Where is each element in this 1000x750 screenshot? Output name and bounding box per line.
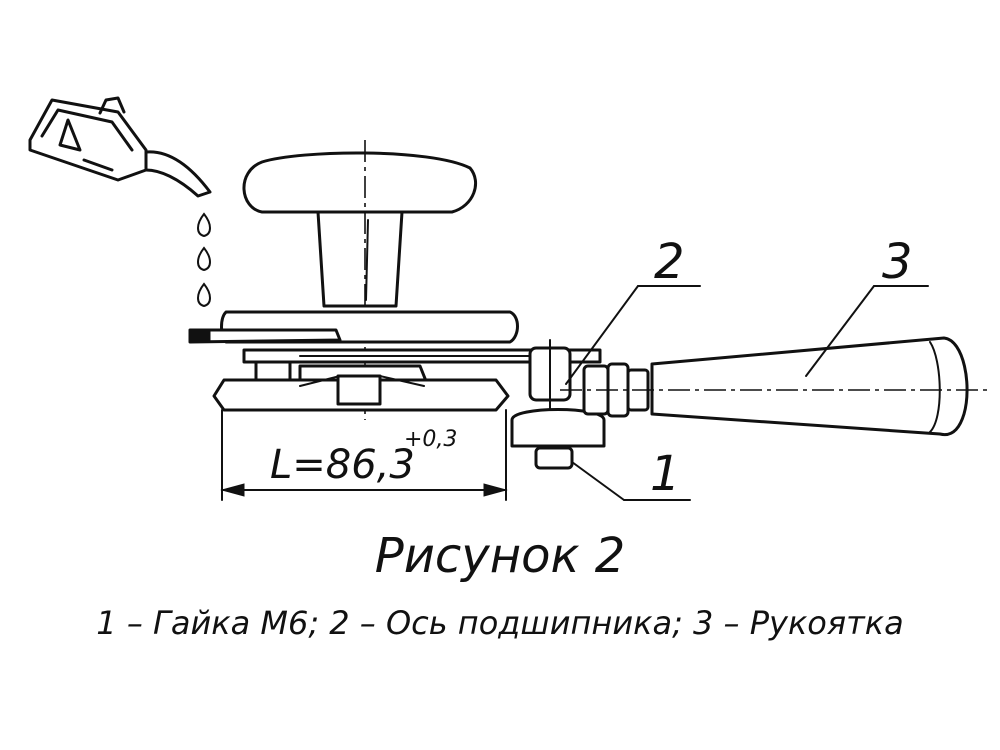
tapered-handle [650,336,969,437]
figure-title: Рисунок 2 [374,528,626,584]
bearing-axle [510,339,606,470]
callout-2: 2 [565,234,701,385]
callout-2-number: 2 [654,234,685,290]
blade-plate [188,328,342,344]
oil-can-icon [28,96,212,198]
callout-3-number: 3 [882,234,913,290]
callout-1: 1 [571,446,691,502]
callout-3: 3 [805,234,929,377]
oil-drops-icon [197,212,211,308]
dimension-tolerance: +0,3 [404,427,457,452]
callout-1-number: 1 [650,446,681,502]
dimension-label: L=86,3 [270,442,415,488]
dimension-line: L=86,3 +0,3 [220,409,508,501]
base-plate [212,374,510,412]
knob-handle [242,151,478,308]
figure-legend: 1 – Гайка М6; 2 – Ось подшипника; 3 – Ру… [96,604,904,642]
